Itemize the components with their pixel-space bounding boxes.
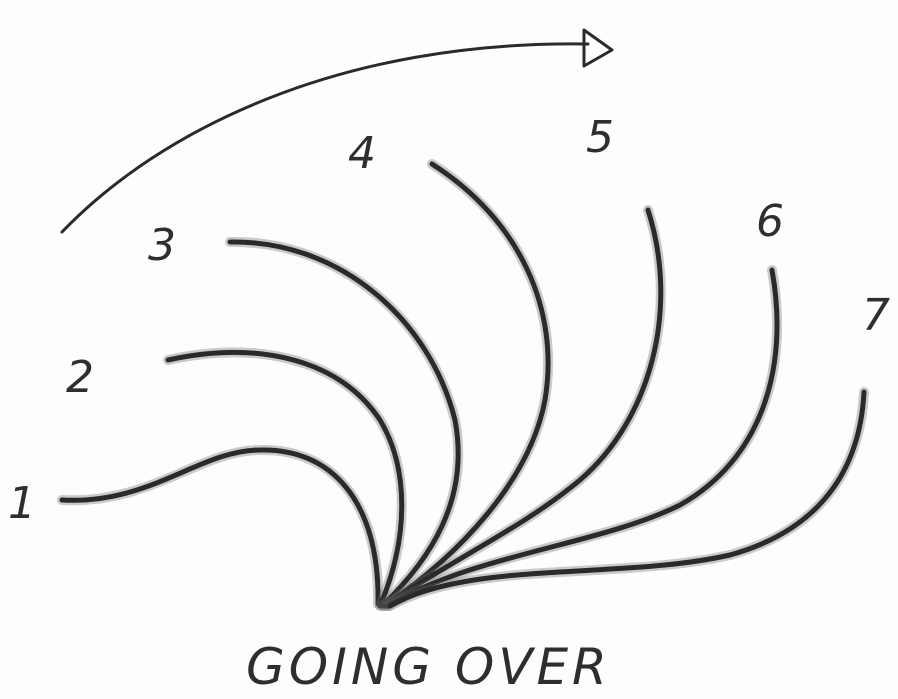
- label-3: 3: [148, 220, 176, 271]
- label-6: 6: [756, 196, 784, 247]
- fan-curves: [62, 164, 864, 606]
- label-2: 2: [66, 352, 94, 403]
- curve-2: [168, 353, 402, 607]
- label-7: 7: [862, 290, 890, 341]
- label-4: 4: [348, 128, 376, 179]
- label-5: 5: [586, 112, 614, 163]
- arrow-shaft: [62, 44, 588, 232]
- curve-4: [384, 164, 548, 606]
- label-1: 1: [8, 478, 36, 529]
- arrow-right-icon: [584, 30, 612, 66]
- curve-1: [62, 450, 378, 604]
- diagram-caption: GOING OVER: [246, 638, 611, 696]
- direction-arrow: [62, 30, 612, 232]
